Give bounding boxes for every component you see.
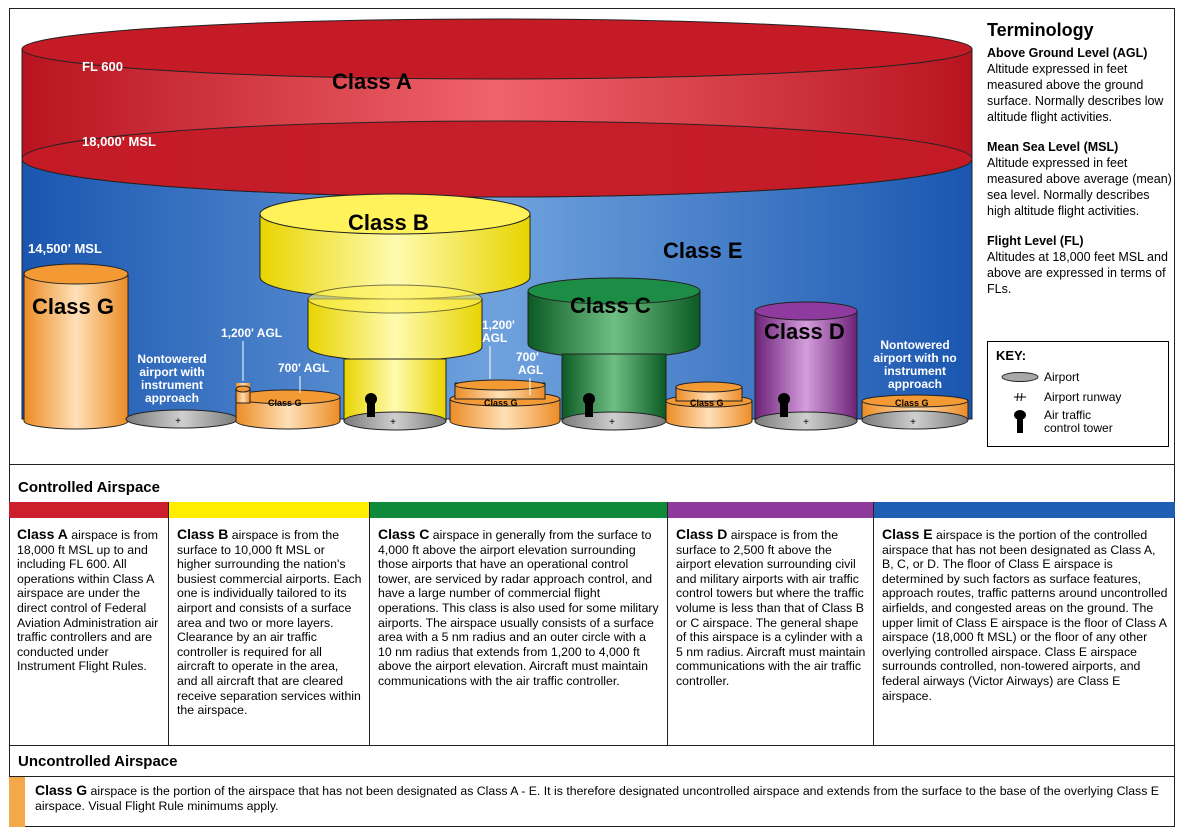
- terminology-title: Terminology: [987, 20, 1094, 40]
- term-fl-body: Altitudes at 18,000 feet MSL and above a…: [987, 250, 1168, 296]
- term-msl-body: Altitude expressed in feet measured abov…: [987, 156, 1172, 218]
- control-tower-icon: [996, 410, 1044, 434]
- nontowered-instr-caption: Nontowered airport with instrument appro…: [137, 352, 206, 405]
- agl700-b-label: 700' AGL: [278, 361, 329, 375]
- svg-text:airport with no: airport with no: [873, 351, 956, 365]
- class-a-cylinder: [21, 18, 973, 198]
- msl14500-label: 14,500' MSL: [28, 241, 102, 256]
- agl700-c-label-line2: AGL: [518, 363, 543, 377]
- airport-nontowered-instrument: +: [125, 409, 239, 429]
- key-runway-label: Airport runway: [1044, 390, 1122, 404]
- class-e-column: Class E airspace is the portion of the c…: [874, 502, 1175, 745]
- class-b-column: Class B airspace is from the surface to …: [169, 502, 370, 745]
- class-d-color-bar: [668, 502, 873, 518]
- class-e-color-bar: [874, 502, 1175, 518]
- svg-text:instrument: instrument: [141, 378, 203, 392]
- runway-icon: [996, 391, 1044, 403]
- svg-text:Nontowered: Nontowered: [137, 352, 206, 366]
- class-b-label: Class B: [348, 210, 429, 235]
- key-airport-label: Airport: [1044, 370, 1080, 384]
- controlled-airspace-title: Controlled Airspace: [18, 479, 160, 496]
- nontowered-no-instr-caption: Nontowered airport with no instrument ap…: [873, 338, 956, 391]
- class-c-column: Class C airspace in generally from the s…: [370, 502, 668, 745]
- svg-text:approach: approach: [145, 391, 199, 405]
- class-g-step-b: [235, 385, 251, 404]
- class-c-color-bar: [370, 502, 667, 518]
- small-class-g-label-right: Class G: [895, 398, 929, 408]
- divider-top: [9, 464, 1175, 465]
- small-class-g-label-c: Class G: [484, 398, 518, 408]
- svg-text:+: +: [803, 417, 809, 428]
- key-row-airport: Airport: [996, 367, 1160, 387]
- uncontrolled-airspace-title: Uncontrolled Airspace: [18, 753, 178, 770]
- airspace-diagram: + + +: [21, 18, 973, 431]
- agl1200-c-label-line1: 1,200': [482, 318, 515, 332]
- class-g-small-d: [665, 381, 753, 429]
- term-msl-head: Mean Sea Level (MSL): [987, 140, 1119, 154]
- fl600-label: FL 600: [82, 59, 123, 74]
- class-a-color-bar: [9, 502, 168, 518]
- terminology-panel: Terminology Above Ground Level (AGL) Alt…: [987, 20, 1173, 311]
- key-row-runway: Airport runway: [996, 387, 1160, 407]
- term-fl-head: Flight Level (FL): [987, 234, 1084, 248]
- class-c-label: Class C: [570, 293, 651, 318]
- svg-text:instrument: instrument: [884, 364, 946, 378]
- svg-text:+: +: [175, 416, 181, 427]
- svg-text:airport with: airport with: [139, 365, 204, 379]
- svg-text:+: +: [910, 417, 916, 428]
- class-e-label: Class E: [663, 238, 743, 263]
- class-d-column: Class D airspace is from the surface to …: [668, 502, 874, 745]
- svg-text:Nontowered: Nontowered: [880, 338, 949, 352]
- agl1200-b-label: 1,200' AGL: [221, 326, 282, 340]
- class-g-label: Class G: [32, 294, 114, 319]
- class-b-stack: +: [259, 193, 531, 431]
- agl1200-c-label-line2: AGL: [482, 331, 507, 345]
- term-agl-body: Altitude expressed in feet measured abov…: [987, 62, 1164, 124]
- class-c-stack: +: [527, 277, 701, 431]
- key-title: KEY:: [996, 348, 1027, 363]
- svg-text:approach: approach: [888, 377, 942, 391]
- term-agl-head: Above Ground Level (AGL): [987, 46, 1148, 60]
- svg-text:+: +: [609, 417, 615, 428]
- class-d-label: Class D: [764, 319, 845, 344]
- class-g-cylinder: [23, 263, 129, 430]
- small-class-g-label-d: Class G: [690, 398, 724, 408]
- msl18000-label: 18,000' MSL: [82, 134, 156, 149]
- airport-nontowered-no-instrument: +: [861, 394, 969, 430]
- class-g-description: Class G airspace is the portion of the a…: [9, 777, 1175, 827]
- figure-frame: [9, 8, 1175, 827]
- class-d-cylinder: +: [754, 301, 858, 431]
- small-class-g-label-b: Class G: [268, 398, 302, 408]
- class-g-small-c: [449, 379, 561, 430]
- controlled-columns: Class A airspace is from 18,000 ft MSL u…: [9, 502, 1175, 745]
- class-a-label: Class A: [332, 69, 412, 94]
- class-g-color-bar: [9, 777, 25, 827]
- divider-uncontrolled: [9, 745, 1175, 746]
- agl700-c-label-line1: 700': [516, 350, 539, 364]
- class-b-color-bar: [169, 502, 369, 518]
- svg-text:+: +: [390, 417, 396, 428]
- divider-class-g: [9, 776, 1175, 777]
- airport-icon: [996, 372, 1044, 382]
- class-a-column: Class A airspace is from 18,000 ft MSL u…: [9, 502, 169, 745]
